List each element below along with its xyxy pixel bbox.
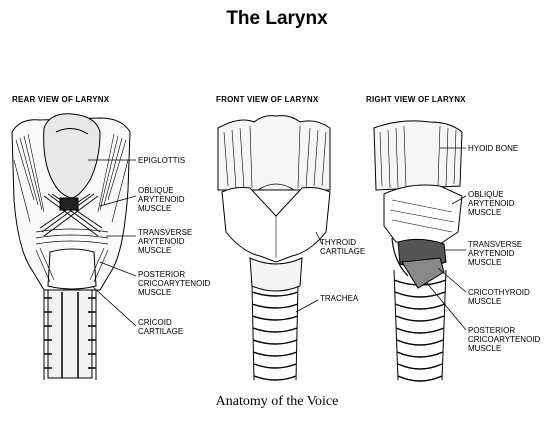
right-cricothyroid xyxy=(401,257,445,289)
label-epiglottis: EPIGLOTTIS xyxy=(138,156,186,165)
label-trachea: TRACHEA xyxy=(320,294,359,303)
rear-view-label: REAR VIEW OF LARYNX xyxy=(12,95,110,104)
right-hyoid xyxy=(373,120,463,191)
page-title: The Larynx xyxy=(226,8,328,29)
caption: Anatomy of the Voice xyxy=(215,394,339,409)
right-view-label: RIGHT VIEW OF LARYNX xyxy=(366,95,466,104)
rear-transverse-arytenoid xyxy=(35,228,109,245)
front-trachea xyxy=(251,283,299,381)
right-view-drawing xyxy=(373,120,467,382)
rear-cricoid xyxy=(47,248,97,290)
rear-epiglottis xyxy=(43,113,101,199)
rear-trachea xyxy=(43,288,97,380)
front-cricoid xyxy=(249,257,303,292)
front-hyoid xyxy=(217,115,331,191)
front-view-label: FRONT VIEW OF LARYNX xyxy=(216,95,319,104)
front-view-drawing xyxy=(217,115,331,381)
label-hyoid-bone: HYOID BONE xyxy=(468,144,519,153)
rear-view-drawing xyxy=(11,113,137,380)
right-oblique-arytenoid xyxy=(383,184,463,245)
